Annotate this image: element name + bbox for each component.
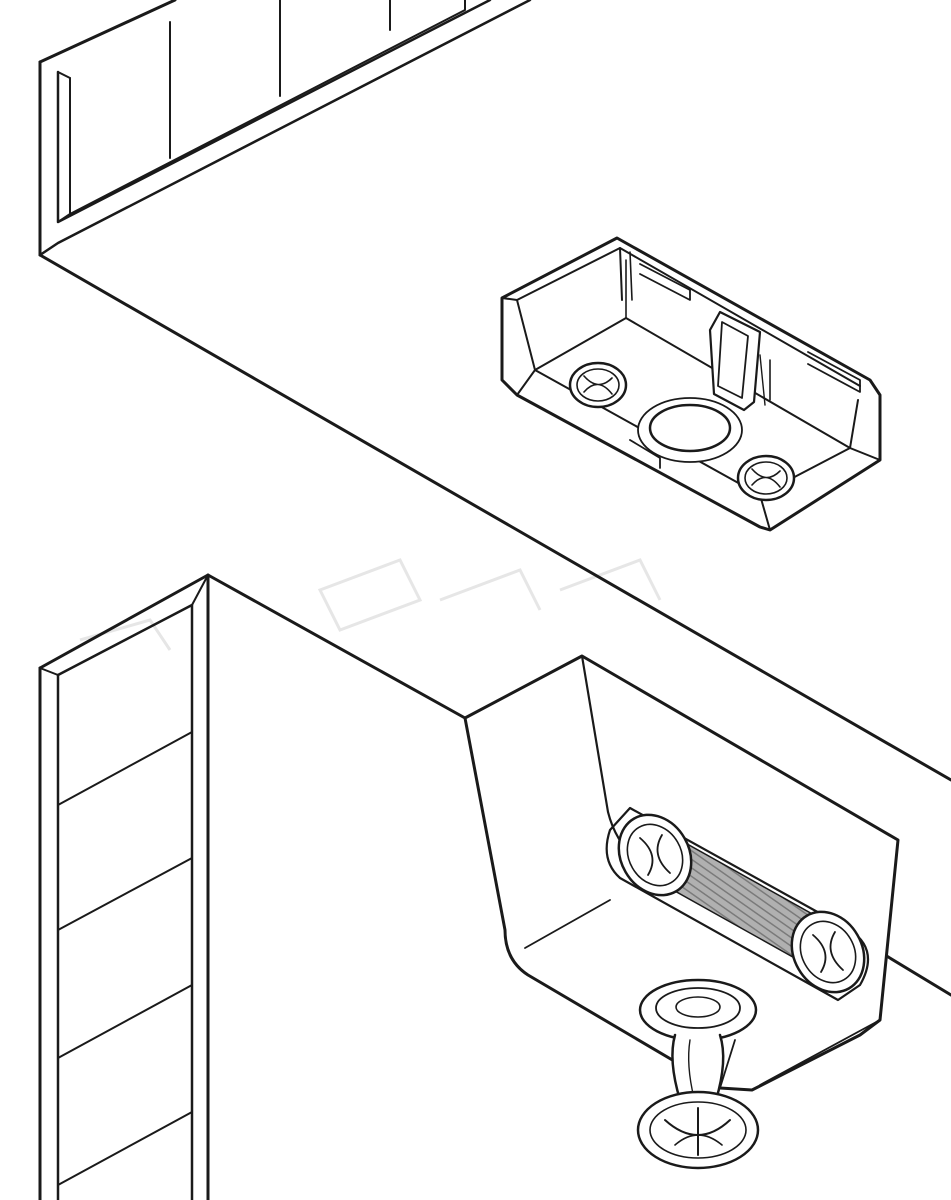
screw-head-icon bbox=[568, 361, 628, 409]
mounting-screw-icon bbox=[636, 978, 760, 1170]
lower-cabinet-panel bbox=[38, 573, 951, 1200]
screw-head-icon bbox=[736, 454, 796, 502]
ghost-watermark bbox=[79, 558, 662, 651]
screw-head-icon bbox=[790, 910, 866, 994]
oval-slot-icon bbox=[637, 397, 743, 463]
top-cabinet-panel bbox=[38, 0, 951, 782]
screw-head-icon bbox=[617, 813, 693, 897]
bracket-open-icon bbox=[500, 236, 882, 532]
